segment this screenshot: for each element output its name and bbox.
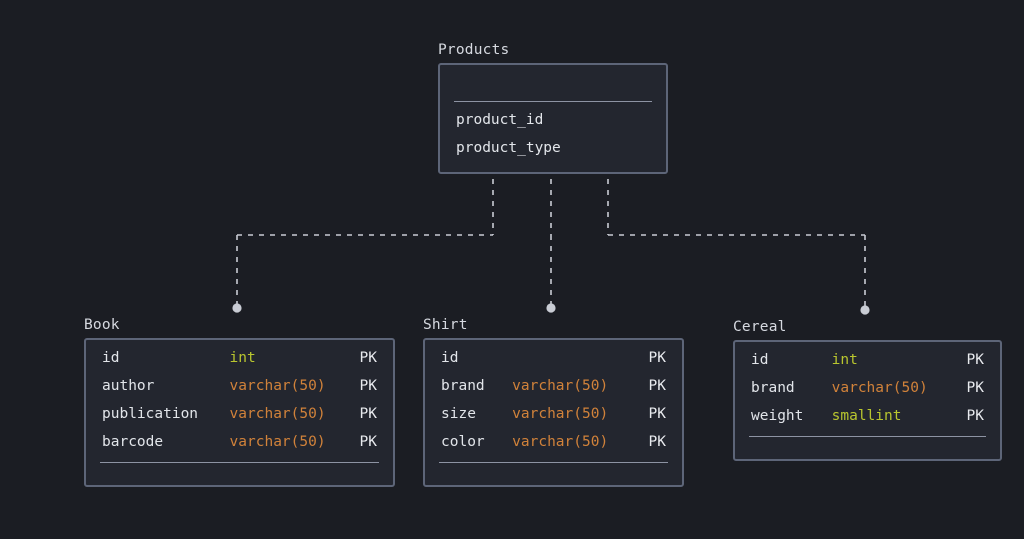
entity-title-book: Book: [84, 317, 120, 333]
field-type: varchar(50): [512, 406, 609, 422]
field-row[interactable]: id int PK: [735, 346, 1000, 374]
field-row[interactable]: weight smallint PK: [735, 402, 1000, 430]
field-row[interactable]: author varchar(50) PK: [86, 372, 393, 400]
field-row[interactable]: id PK: [425, 344, 682, 372]
field-type: [625, 134, 644, 162]
field-name: id: [751, 352, 769, 368]
field-key-badge: PK: [359, 350, 377, 366]
entity-footer-area: [425, 463, 682, 485]
field-type: varchar(50): [512, 434, 609, 450]
entity-footer-divider: [100, 462, 379, 463]
field-key-badge: PK: [966, 380, 984, 396]
field-name: id: [102, 350, 120, 366]
connection-dot-cereal: [860, 305, 870, 315]
field-type: int: [831, 352, 858, 368]
field-type: varchar(50): [229, 434, 326, 450]
field-row[interactable]: brand varchar(50) PK: [425, 372, 682, 400]
entity-footer-area: [86, 463, 393, 485]
entity-footer-area: [735, 437, 1000, 459]
field-name: publication: [102, 406, 199, 422]
entity-footer-divider: [439, 462, 668, 463]
entity-header-area: [440, 75, 666, 93]
connection-dot-shirt: [546, 303, 556, 313]
field-type: varchar(50): [229, 406, 326, 422]
field-type: varchar(50): [229, 378, 326, 394]
field-name: barcode: [102, 434, 164, 450]
field-key-badge: [644, 134, 666, 162]
field-key-badge: PK: [359, 378, 377, 394]
field-type: varchar(50): [512, 378, 609, 394]
field-key-badge: PK: [359, 406, 377, 422]
field-name: product_id: [456, 112, 544, 128]
field-name: id: [441, 350, 459, 366]
field-key-badge: PK: [648, 378, 666, 394]
field-row[interactable]: brand varchar(50) PK: [735, 374, 1000, 402]
field-type: smallint: [831, 408, 902, 424]
field-row[interactable]: barcode varchar(50) PK: [86, 428, 393, 456]
entity-header-divider: [454, 101, 652, 102]
field-key-badge: [644, 106, 666, 134]
field-type: [625, 106, 644, 134]
entity-footer-divider: [749, 436, 986, 437]
field-name: brand: [441, 378, 485, 394]
field-row[interactable]: color varchar(50) PK: [425, 428, 682, 456]
connection-dot-book: [232, 303, 242, 313]
entity-products[interactable]: Products product_id product_type: [438, 42, 668, 174]
entity-title-products: Products: [438, 42, 510, 58]
field-key-badge: PK: [648, 434, 666, 450]
entity-box-products: product_id product_type: [438, 63, 668, 174]
field-name: product_type: [456, 140, 561, 156]
field-key-badge: PK: [966, 352, 984, 368]
field-row[interactable]: publication varchar(50) PK: [86, 400, 393, 428]
entity-title-cereal: Cereal: [733, 319, 787, 335]
field-key-badge: PK: [359, 434, 377, 450]
field-name: author: [102, 378, 155, 394]
field-type: varchar(50): [831, 380, 928, 396]
field-name: color: [441, 434, 485, 450]
field-list-products: product_id product_type: [440, 106, 666, 162]
field-type: int: [229, 350, 256, 366]
field-row[interactable]: size varchar(50) PK: [425, 400, 682, 428]
field-key-badge: PK: [648, 406, 666, 422]
field-row[interactable]: product_id: [440, 106, 666, 134]
field-key-badge: PK: [648, 350, 666, 366]
field-type: [512, 344, 642, 372]
field-key-badge: PK: [966, 408, 984, 424]
field-name: size: [441, 406, 476, 422]
entity-title-shirt: Shirt: [423, 317, 468, 333]
field-row[interactable]: id int PK: [86, 344, 393, 372]
field-name: brand: [751, 380, 795, 396]
field-row[interactable]: product_type: [440, 134, 666, 162]
field-name: weight: [751, 408, 804, 424]
